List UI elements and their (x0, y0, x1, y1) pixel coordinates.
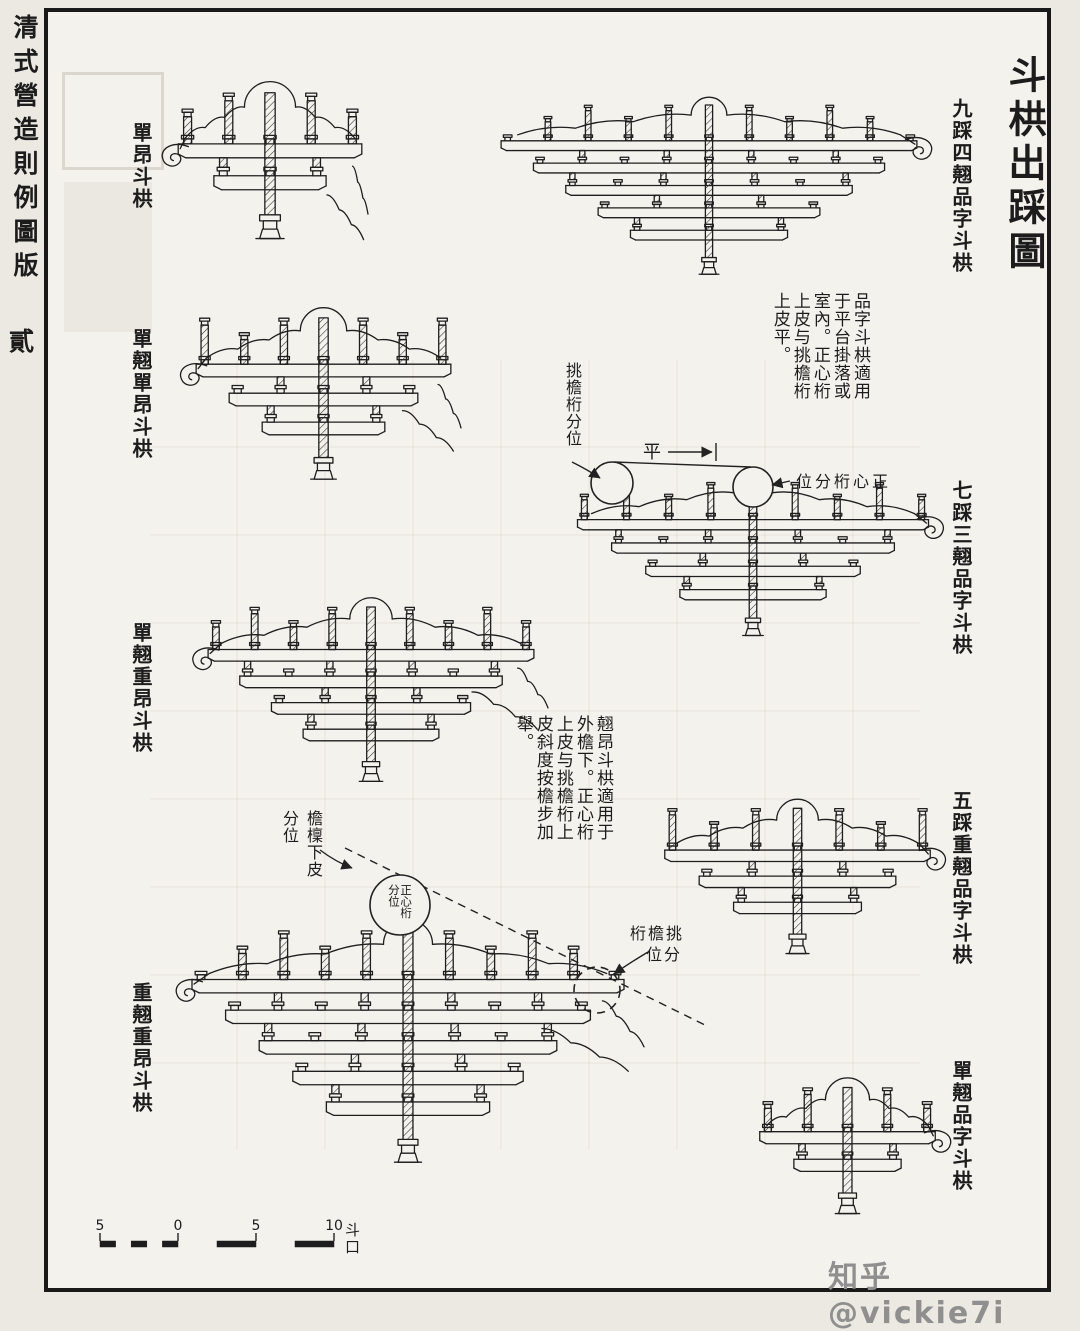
ann-yanlin-xiapi-fenwei: 檐檁下皮分位 (280, 810, 323, 878)
figure-wucai-chongqiao-pinzi-dougong (664, 798, 947, 955)
page-title: 斗栱出踩圖 (1002, 55, 1046, 275)
scale-unit-doukou: 斗口 (343, 1222, 361, 1256)
ann-tiaoyanheng2-line1: 桁檐挑 (630, 924, 685, 943)
label-danqiao-pinzi-dougong: 單翹品字斗栱 (949, 1060, 973, 1192)
ann-tiaoyanheng2-line2: 位分 (646, 945, 683, 964)
spine-volume-number: 貳 (9, 327, 44, 356)
label-wucai-chongqiao-pinzi-dougong: 五踩重翹品字斗栱 (949, 790, 973, 966)
figure-danqiao-danang-dougong (179, 307, 462, 480)
scale-tick-0: 0 (173, 1218, 183, 1234)
scale-tick-10: 10 (325, 1218, 343, 1234)
ann-tiaoyanheng-fenwei: 挑檐桁分位 (563, 362, 582, 447)
ghost-bleedthrough-text (64, 182, 152, 332)
ann-ping: 平 (643, 442, 662, 463)
figure-jiucai-siqiao-pinzi-dougong (500, 96, 933, 275)
label-danqiao-chongang-dougong: 單翹重昂斗栱 (129, 622, 153, 754)
figure-danqiao-pinzi-dougong (759, 1077, 952, 1215)
figure-danqiao-chongang-dougong (192, 597, 549, 783)
ann-zhengxin-circle-wrap: 正心桁分位 (372, 877, 428, 933)
scale-tick-5-left: 5 (95, 1218, 105, 1234)
label-jiucai-siqiao-pinzi-dougong: 九踩四翹品字斗栱 (949, 98, 973, 274)
ann-zhengxinheng-circle-text: 正心桁分位 (387, 884, 414, 919)
note-pinzi-dougong-usage: 品字斗栱適用于平台掛落或室內。正心桁上皮与挑檐桁上皮平。 (769, 292, 870, 400)
spine-title: 清式營造則例圖版 (10, 14, 39, 286)
label-qicai-sanqiao-pinzi-dougong: 七踩三翹品字斗栱 (949, 480, 973, 656)
watermark-zhihu: 知乎 @vickie7i (828, 1260, 1006, 1331)
note-qiaoang-dougong-usage: 翹昂斗栱適用于外檐下。正心桁上皮与挑檐桁上皮斜度按檐步加舉。 (512, 715, 613, 841)
figure-qicai-sanqiao-pinzi-dougong (576, 473, 944, 637)
label-danqiao-danang-dougong: 單翹單昂斗栱 (129, 328, 153, 460)
ghost-bleedthrough-stamp (62, 72, 164, 170)
scale-tick-5-right: 5 (251, 1218, 261, 1234)
figure-dan-ang-dougong (161, 80, 369, 241)
label-chongqiao-chongang-dougong: 重翹重昂斗栱 (129, 982, 153, 1114)
ann-zhengxinheng-fenwei-rtl: 位分桁心正 (796, 472, 892, 491)
label-dan-ang-dougong: 單昂斗栱 (129, 122, 153, 210)
